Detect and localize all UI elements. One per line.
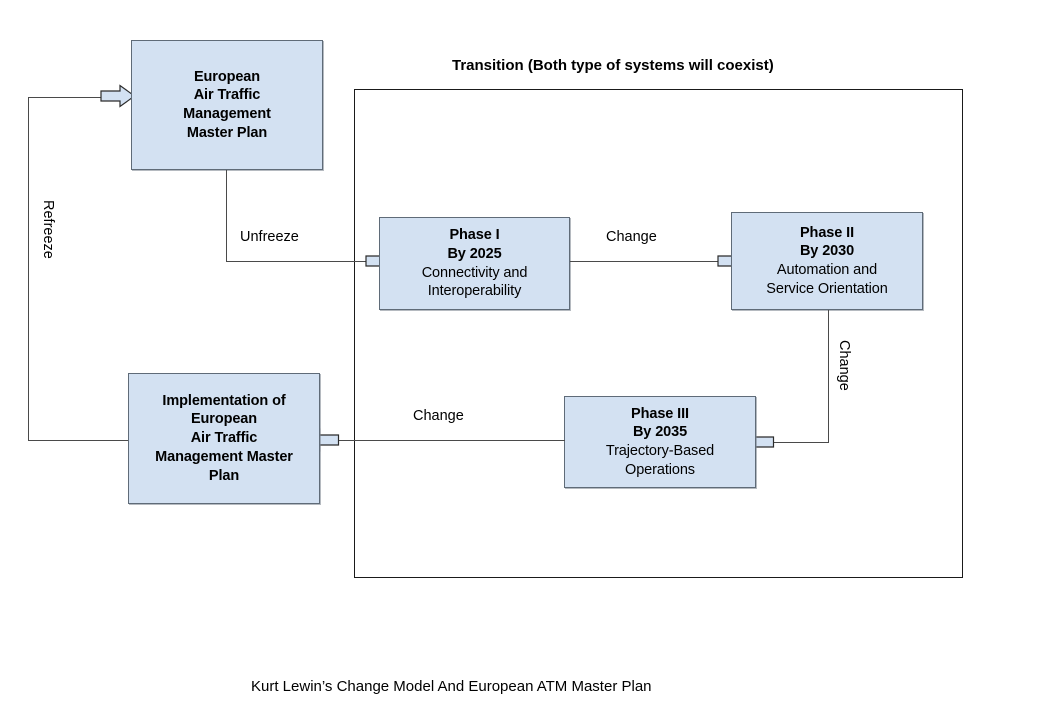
node-phase-1[interactable]: Phase I By 2025 Connectivity and Interop… [379,217,570,310]
unfreeze-line-horizontal [226,261,372,263]
edge-label-change-2: Change [836,340,852,391]
transition-container [354,89,963,578]
unfreeze-line-vertical [226,170,228,262]
edge-label-change-1: Change [606,229,657,245]
change-3-line-horizontal [334,440,565,442]
node-eatm-master-plan[interactable]: European Air Traffic Management Master P… [131,40,323,170]
edge-label-change-3: Change [413,408,464,424]
edge-label-unfreeze: Unfreeze [240,229,299,245]
refreeze-arrowhead-icon [100,84,136,108]
node-phase-3-subtitle: Trajectory-Based Operations [605,443,715,478]
node-phase-1-subtitle: Connectivity and Interoperability [421,264,528,300]
node-phase-2[interactable]: Phase II By 2030 Automation and Service … [731,212,923,310]
edge-label-refreeze: Refreeze [40,200,56,259]
change-1-line-horizontal [570,261,726,263]
refreeze-line-horizontal-bottom [28,440,129,442]
node-phase-2-title: Phase II By 2030 [799,224,855,260]
node-phase-1-title: Phase I By 2025 [447,227,502,262]
node-phase-2-subtitle: Automation and Service Orientation [766,262,888,297]
node-phase-3[interactable]: Phase III By 2035 Trajectory-Based Opera… [564,396,756,488]
refreeze-line-vertical [28,97,30,441]
node-implementation-title: Implementation of European Air Traffic M… [155,392,293,484]
change-2-line-horizontal [772,442,829,444]
refreeze-line-horizontal-top [28,97,108,99]
node-phase-3-title: Phase III By 2035 [631,405,689,441]
node-eatm-master-plan-title: European Air Traffic Management Master P… [183,68,271,141]
transition-title: Transition (Both type of systems will co… [452,57,774,74]
change-2-line-vertical [828,310,830,443]
diagram-caption: Kurt Lewin’s Change Model And European A… [251,678,652,695]
node-implementation[interactable]: Implementation of European Air Traffic M… [128,373,320,504]
